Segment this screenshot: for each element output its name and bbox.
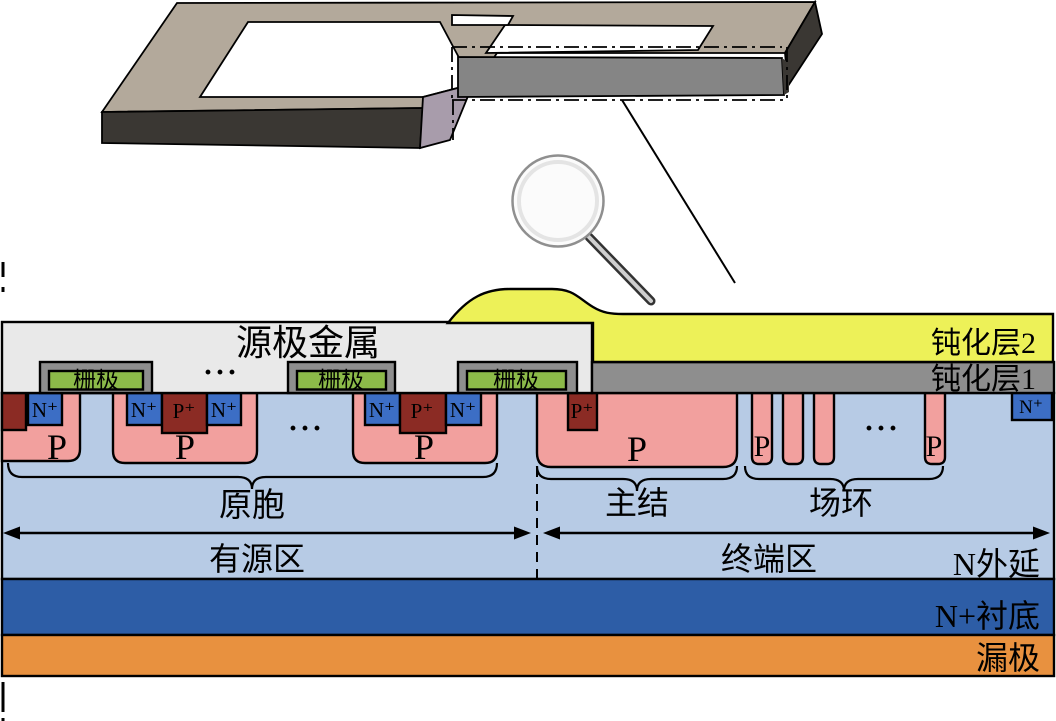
p-plus-label: P⁺ xyxy=(173,399,196,423)
n-plus-label: N⁺ xyxy=(32,398,58,422)
chip-right-window xyxy=(484,24,715,54)
passivation2-label: 钝化层2 xyxy=(931,327,1036,360)
chip-3d-view xyxy=(100,0,823,284)
gate-label: 栅极 xyxy=(73,368,119,393)
section-pointer-line xyxy=(621,99,736,284)
p-well-label: P xyxy=(175,427,195,467)
source-metal-label: 源极金属 xyxy=(236,323,380,363)
magnifier-icon xyxy=(511,154,656,306)
field-ring-brace xyxy=(743,465,945,492)
n-plus-label: N⁺ xyxy=(211,398,237,422)
p-plus-label: P⁺ xyxy=(411,399,434,423)
chip-top-notch xyxy=(451,14,515,26)
p-well-label: P xyxy=(926,430,943,463)
p-well-label: P xyxy=(414,427,434,467)
termination-region-arrow xyxy=(543,526,1050,540)
field-ring-label: 场环 xyxy=(809,485,873,521)
n-plus-label: N⁺ xyxy=(1019,397,1043,418)
unit-cell-label: 原胞 xyxy=(219,487,285,524)
ellipsis: ··· xyxy=(864,412,900,445)
gate-label: 栅极 xyxy=(493,368,539,393)
unit-cell-brace xyxy=(6,462,499,490)
ellipsis: ··· xyxy=(203,356,239,389)
n-plus-half-cell xyxy=(26,391,64,427)
cross-section: 栅极 栅极 栅极 源极金属 钝化层2 钝化层1 N⁺ N⁺ P⁺ N⁺ N⁺ P… xyxy=(0,287,1056,678)
ellipsis: ··· xyxy=(288,412,324,445)
chip-front-face xyxy=(101,107,424,149)
main-junction-label: 主结 xyxy=(605,485,669,521)
p-well-label: P xyxy=(47,427,67,467)
chip-die-window xyxy=(198,21,475,98)
field-ring-2 xyxy=(781,391,805,466)
active-region-arrow xyxy=(3,526,531,540)
field-ring-3 xyxy=(812,391,836,466)
passivation-layer-2 xyxy=(445,287,1055,364)
drain-label: 漏极 xyxy=(976,640,1040,676)
p-well-label: P xyxy=(627,429,647,469)
n-plus-label: N⁺ xyxy=(131,398,157,422)
termination-region-label: 终端区 xyxy=(721,541,817,577)
passivation-layer-1 xyxy=(590,360,1056,395)
gate-2: 栅极 xyxy=(286,360,397,395)
n-plus-cell2-right xyxy=(205,391,243,427)
cut-line-box xyxy=(451,46,788,140)
n-substrate-label: N+衬底 xyxy=(935,598,1040,634)
field-ring-4 xyxy=(923,391,947,466)
gate-1: 栅极 xyxy=(38,360,154,395)
gate-label: 栅极 xyxy=(318,368,364,393)
drain-layer xyxy=(0,633,1056,678)
p-plus-half-cell xyxy=(0,391,28,432)
active-region-label: 有源区 xyxy=(209,541,305,577)
n-plus-label: N⁺ xyxy=(450,398,476,422)
passivation1-label: 钝化层1 xyxy=(931,363,1036,396)
p-plus-label: P⁺ xyxy=(571,399,594,423)
n-plus-cell3-right xyxy=(444,391,483,427)
gate-3: 栅极 xyxy=(456,360,579,395)
n-epi-label: N外延 xyxy=(953,546,1040,582)
p-well-label: P xyxy=(754,430,771,463)
p-plus-main-junction xyxy=(566,391,599,432)
chip-section-strip xyxy=(457,56,785,98)
n-plus-label: N⁺ xyxy=(369,398,395,422)
n-substrate-layer xyxy=(0,577,1056,637)
main-junction-brace xyxy=(535,465,739,492)
field-ring-1 xyxy=(750,391,774,466)
